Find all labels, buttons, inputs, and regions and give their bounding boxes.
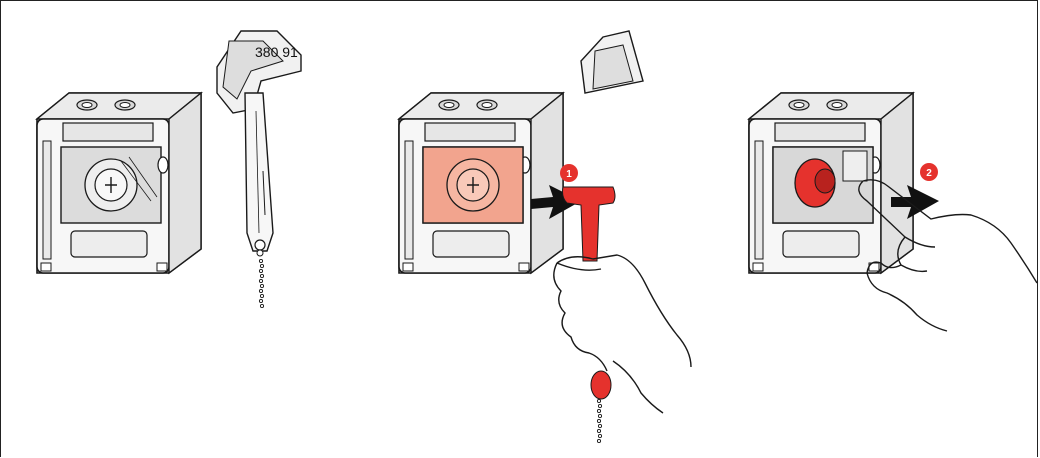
removed-cover [581, 31, 643, 93]
reference-code-label: 380 91 [255, 44, 298, 60]
panel-1-housing [37, 93, 201, 273]
red-test-tool [563, 187, 616, 443]
reset-key-tool [217, 31, 301, 308]
panel-3-housing [749, 93, 913, 273]
panel-2-housing [399, 93, 563, 273]
step-2-number: 2 [926, 168, 932, 179]
step-1-number: 1 [566, 169, 572, 180]
hand-holding-tool [554, 255, 691, 413]
